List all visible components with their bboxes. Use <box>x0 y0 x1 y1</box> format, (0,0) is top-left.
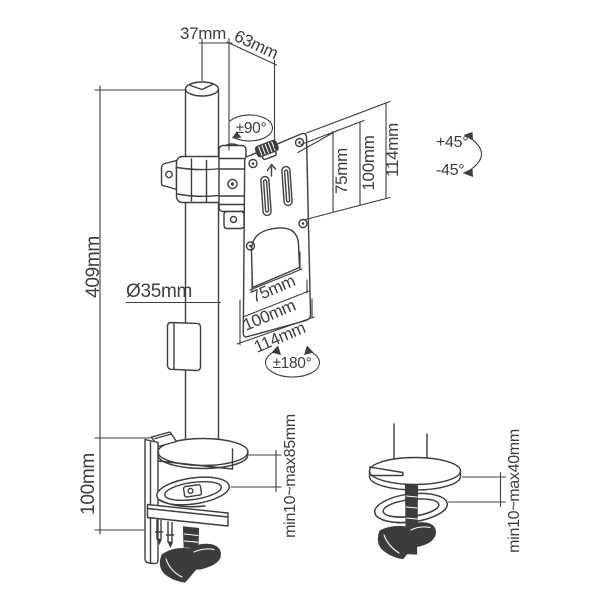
swivel-arc-icon <box>229 114 274 142</box>
vesa-holes <box>245 137 308 251</box>
pan-arc-icon <box>265 349 320 378</box>
grommet-range-label: min10~max40mm <box>506 429 523 553</box>
clamp-range-label: min10~max85mm <box>282 414 299 538</box>
pan-180-label: ±180° <box>272 355 311 372</box>
rotation-indicators <box>229 114 483 378</box>
dim-100mm-clamp-label: 100mm <box>78 453 99 515</box>
jaw-screws <box>154 519 175 548</box>
clamp-lever <box>156 476 230 506</box>
swivel-90-label: ±90° <box>236 120 267 137</box>
dim-409mm-label: 409mm <box>83 236 104 298</box>
cable-clip <box>166 321 202 372</box>
up-arrow-icon <box>266 163 277 177</box>
tilt-arc-icon <box>467 135 483 173</box>
clamp-knob <box>159 543 221 583</box>
desk-clamp <box>144 431 249 583</box>
plate-arch-cutout <box>250 227 301 289</box>
arm-pivot <box>218 143 247 230</box>
grommet-mount <box>368 423 462 560</box>
tilt-minus-45-label: -45° <box>436 162 464 179</box>
grommet-knob <box>377 522 436 560</box>
dim-diameter-label: Ø35mm <box>126 281 192 302</box>
dim-37mm-label: 37mm <box>180 24 226 43</box>
dimension-lines <box>94 37 507 535</box>
vesa-slot-right <box>281 165 293 207</box>
vesa-v75-label: 75mm <box>332 148 351 194</box>
tilt-knob <box>254 139 279 161</box>
pole <box>184 81 220 442</box>
labels: 37mm 63mm 409mm Ø35mm 100mm ±90° +45° -4… <box>78 24 523 553</box>
vesa-slot-left <box>260 175 272 217</box>
dim-63mm-label: 63mm <box>231 26 281 63</box>
vesa-v100-label: 100mm <box>359 135 378 190</box>
tilt-plus-45-label: +45° <box>436 134 468 151</box>
vesa-v114-label: 114mm <box>383 123 402 177</box>
